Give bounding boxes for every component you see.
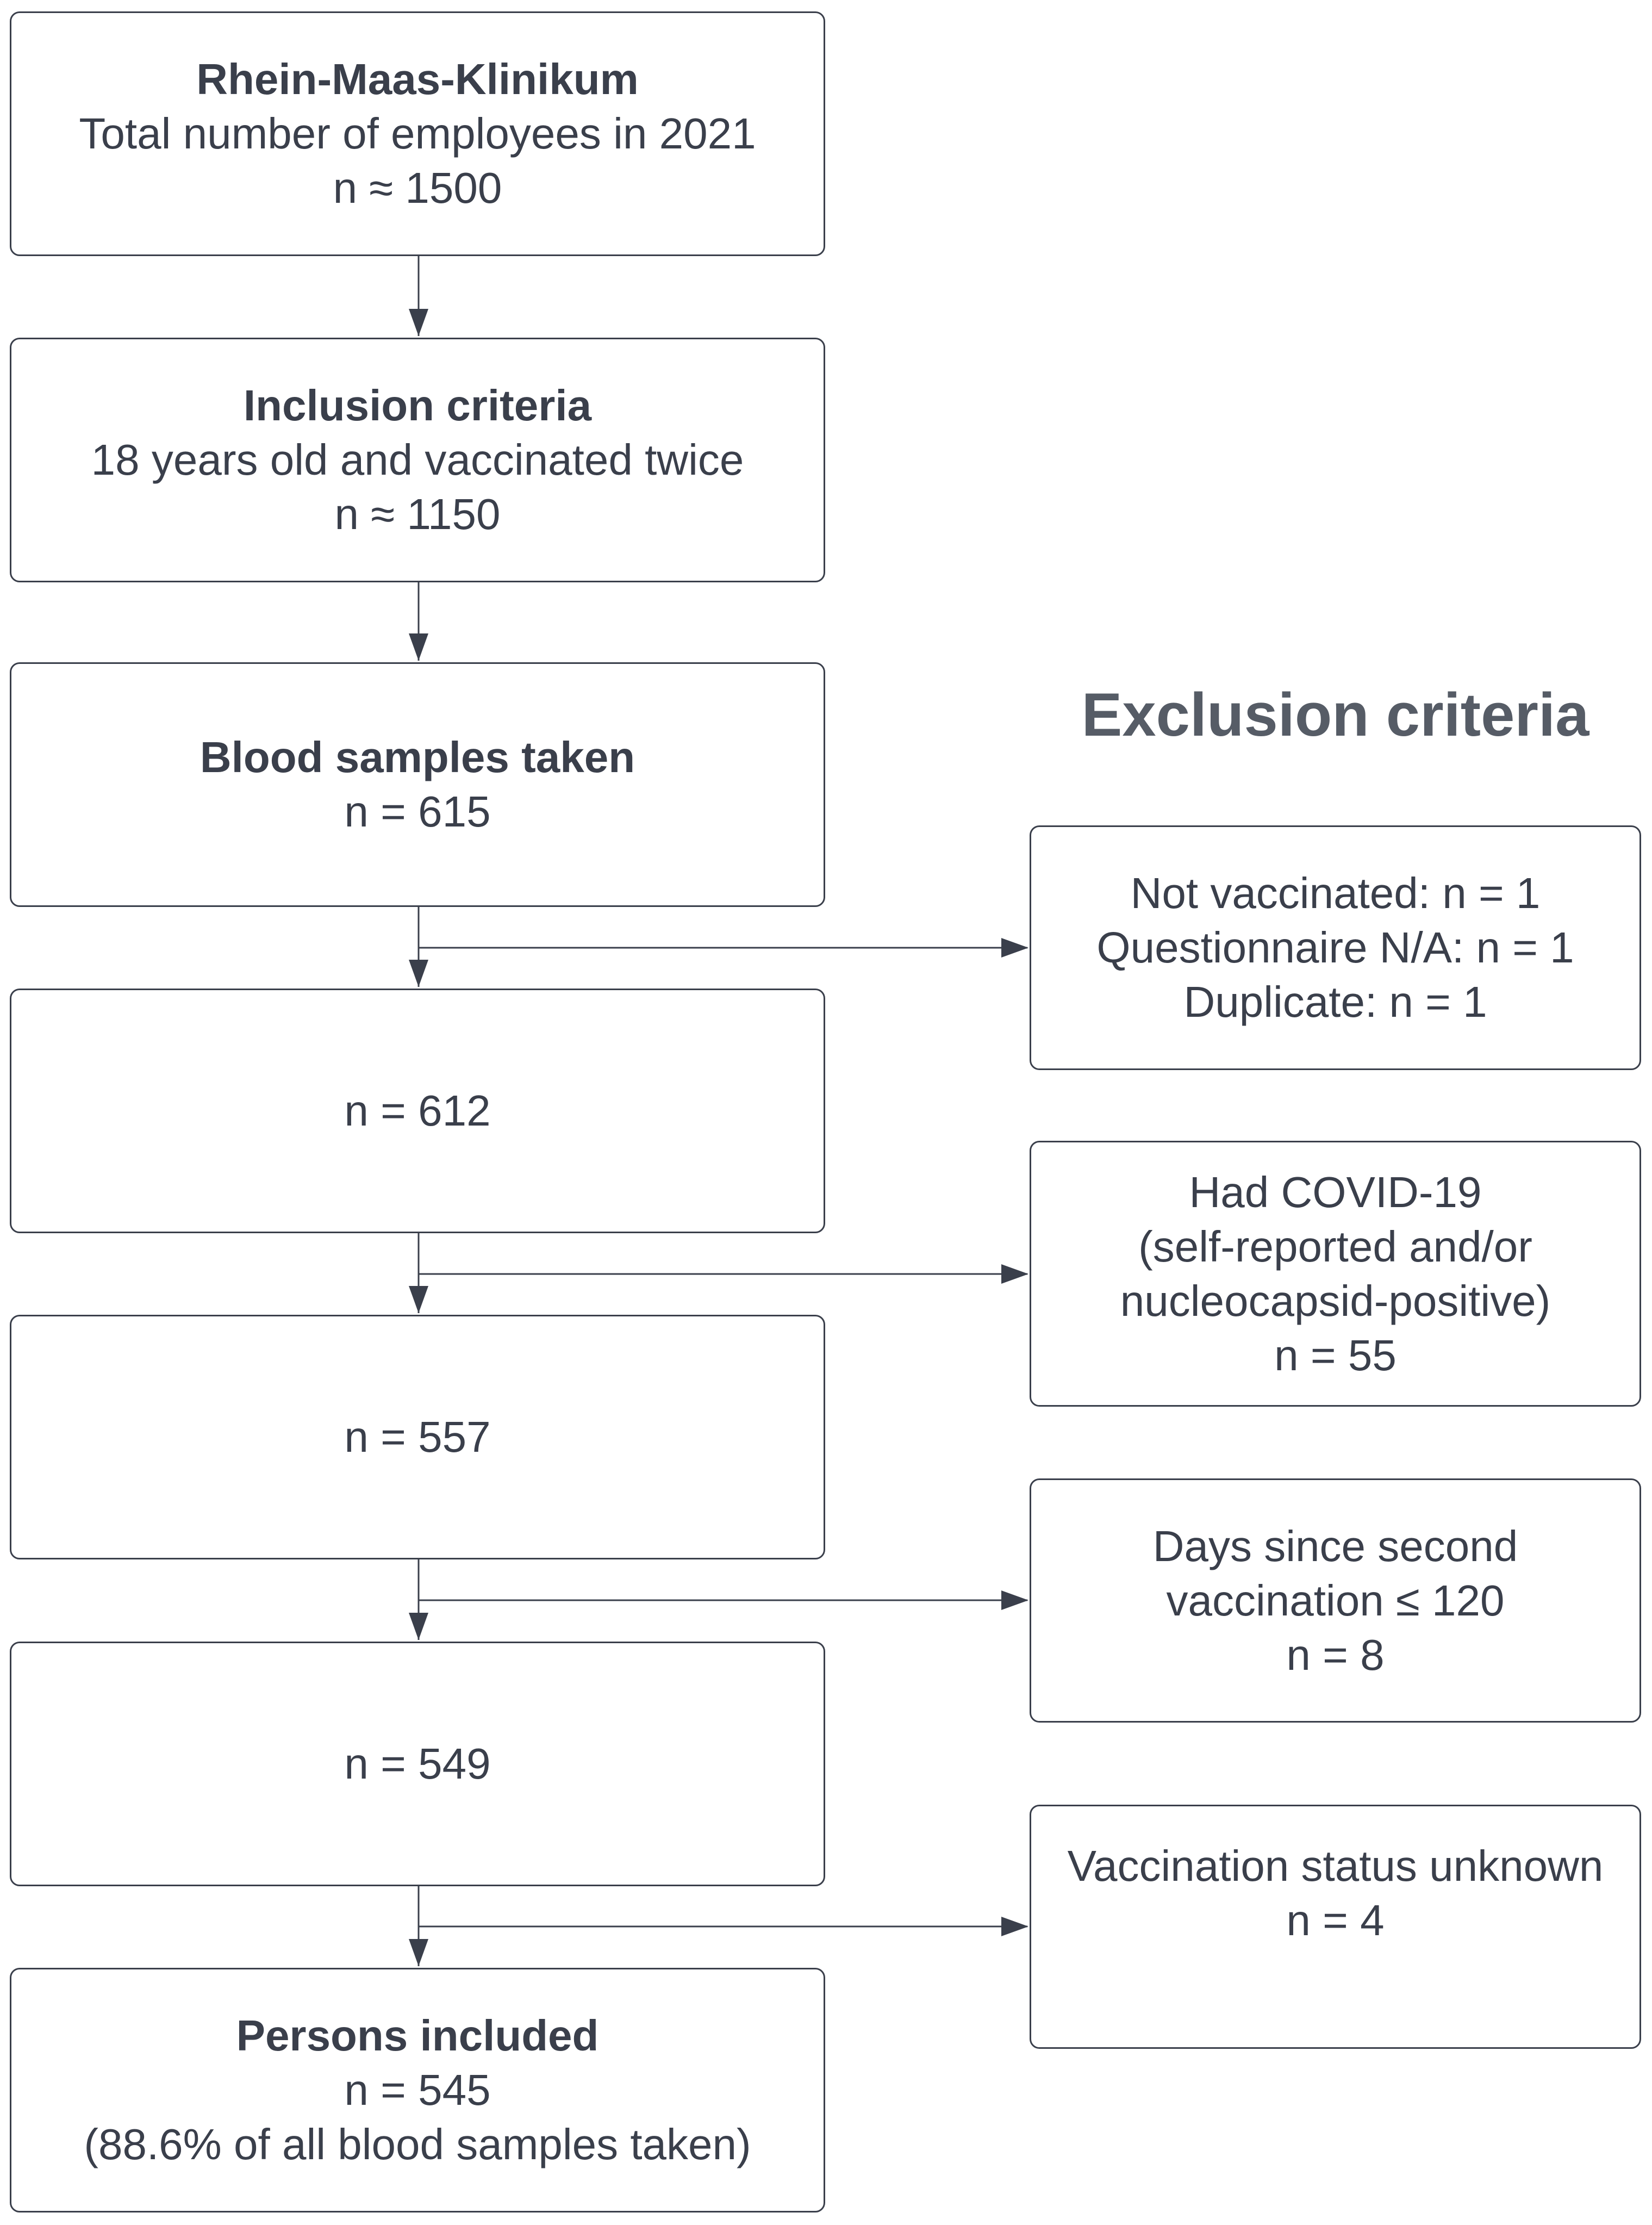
box-line: Duplicate: n = 1	[1183, 978, 1487, 1026]
box-title: Blood samples taken	[200, 733, 635, 781]
box-count: n = 8	[1286, 1630, 1385, 1679]
box-title: Inclusion criteria	[243, 381, 592, 430]
arrowhead-icon	[409, 1939, 428, 1966]
arrowhead-icon	[1001, 1917, 1028, 1936]
box-line: Not vaccinated: n = 1	[1130, 869, 1541, 917]
box-count: n = 615	[344, 787, 491, 836]
box-line: Questionnaire N/A: n = 1	[1096, 923, 1574, 972]
box-line: vaccination ≤ 120	[1166, 1576, 1505, 1625]
box-n-549: n = 549	[10, 1642, 825, 1886]
box-line: (88.6% of all blood samples taken)	[84, 2120, 751, 2168]
exclusion-box-status-unknown: Vaccination status unknown n = 4	[1030, 1805, 1641, 2049]
arrowhead-icon	[1001, 1264, 1028, 1284]
box-n-557: n = 557	[10, 1315, 825, 1559]
box-line: Vaccination status unknown	[1067, 1842, 1604, 1890]
box-count: n ≈ 1500	[333, 164, 502, 212]
box-blood-samples: Blood samples taken n = 615	[10, 662, 825, 907]
box-n-612: n = 612	[10, 989, 825, 1233]
box-inclusion-criteria: Inclusion criteria 18 years old and vacc…	[10, 338, 825, 582]
box-line: 18 years old and vaccinated twice	[91, 436, 744, 484]
exclusion-box-1: Not vaccinated: n = 1 Questionnaire N/A:…	[1030, 825, 1641, 1070]
arrowhead-icon	[409, 1613, 428, 1640]
box-line: Days since second	[1152, 1521, 1518, 1570]
box-title: Persons included	[236, 2011, 599, 2060]
arrowhead-icon	[409, 309, 428, 336]
box-line: nucleocapsid-positive)	[1120, 1276, 1551, 1325]
box-count: n = 557	[344, 1413, 491, 1461]
arrowheads	[409, 309, 1028, 1966]
box-count: n = 549	[344, 1739, 491, 1788]
arrowhead-icon	[409, 960, 428, 987]
box-total-employees: Rhein-Maas-Klinikum Total number of empl…	[10, 11, 825, 256]
exclusion-box-days: Days since second vaccination ≤ 120 n = …	[1030, 1478, 1641, 1723]
box-count: n = 612	[344, 1086, 491, 1135]
exclusion-box-covid: Had COVID-19 (self-reported and/or nucle…	[1030, 1141, 1641, 1407]
box-persons-included: Persons included n = 545 (88.6% of all b…	[10, 1968, 825, 2212]
box-count: n = 55	[1274, 1331, 1397, 1379]
arrowhead-icon	[409, 633, 428, 661]
box-title: Rhein-Maas-Klinikum	[196, 55, 639, 103]
arrowhead-icon	[1001, 1590, 1028, 1610]
box-count: n = 4	[1286, 1896, 1385, 1944]
arrowhead-icon	[409, 1286, 428, 1313]
arrowhead-icon	[1001, 938, 1028, 958]
box-count: n = 545	[344, 2066, 491, 2114]
box-count: n ≈ 1150	[334, 490, 501, 538]
exclusion-criteria-title: Exclusion criteria	[1081, 681, 1589, 749]
box-line: Had COVID-19	[1189, 1167, 1482, 1216]
box-line: Total number of employees in 2021	[79, 109, 756, 158]
box-line: (self-reported and/or	[1138, 1222, 1532, 1271]
